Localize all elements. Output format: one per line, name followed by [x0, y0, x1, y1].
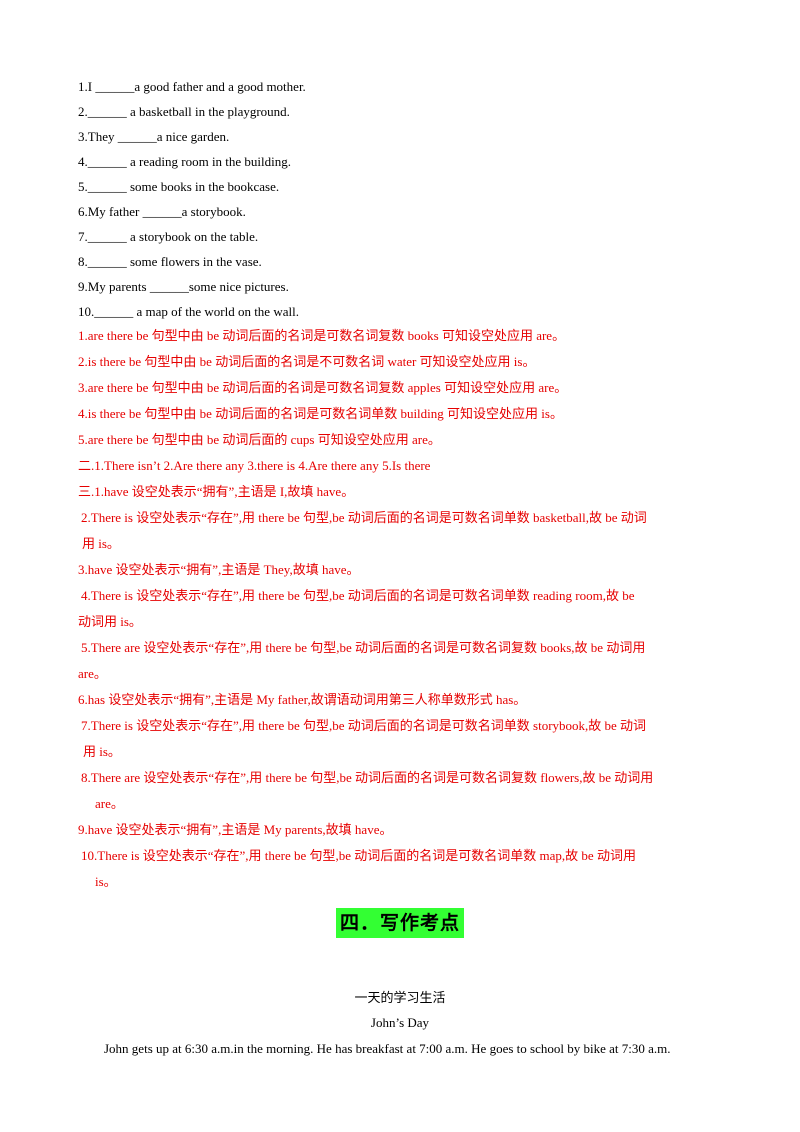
essay-paragraph: John gets up at 6:30 a.m.in the morning.…: [104, 1041, 671, 1056]
answer-item: 3.have 设空处表示“拥有”,主语是 They,故填 have。: [78, 562, 360, 577]
answer-line: 用 is。: [83, 744, 121, 759]
section-heading-wrap: 四．写作考点: [0, 908, 800, 938]
question-item: 7.______ a storybook on the table.: [78, 229, 259, 244]
question-item: 2.______ a basketball in the playground.: [78, 104, 290, 119]
question-item: 5.______ some books in the bookcase.: [78, 179, 280, 194]
answer-item: 5.are there be 句型中由 be 动词后面的 cups 可知设空处应…: [78, 432, 441, 447]
answer-item: 4.There is 设空处表示“存在”,用 there be 句型,be 动词…: [78, 583, 738, 635]
answer-item: 7.There is 设空处表示“存在”,用 there be 句型,be 动词…: [78, 713, 738, 765]
answer-line: 8.There are 设空处表示“存在”,用 there be 句型,be 动…: [81, 770, 654, 785]
question-item: 10.______ a map of the world on the wall…: [78, 304, 299, 319]
essay-title: 一天的学习生活: [354, 990, 446, 1005]
answer-item: 5.There are 设空处表示“存在”,用 there be 句型,be 动…: [78, 635, 738, 687]
section-heading: 四．写作考点: [335, 908, 464, 938]
answer-item: 6.has 设空处表示“拥有”,主语是 My father,故谓语动词用第三人称…: [78, 692, 527, 707]
answer-line: 10.There is 设空处表示“存在”,用 there be 句型,be 动…: [81, 848, 636, 863]
answer-item: 2.There is 设空处表示“存在”,用 there be 句型,be 动词…: [78, 505, 738, 557]
answer-key: 1.are there be 句型中由 be 动词后面的名词是可数名词复数 bo…: [78, 323, 738, 895]
answer-line: 7.There is 设空处表示“存在”,用 there be 句型,be 动词…: [81, 718, 647, 733]
answer-item: 9.have 设空处表示“拥有”,主语是 My parents,故填 have。: [78, 822, 393, 837]
question-item: 4.______ a reading room in the building.: [78, 154, 292, 169]
question-item: 9.My parents ______some nice pictures.: [78, 279, 289, 294]
answer-item: 10.There is 设空处表示“存在”,用 there be 句型,be 动…: [78, 843, 738, 895]
question-item: 8.______ some flowers in the vase.: [78, 254, 262, 269]
answer-item: 3.are there be 句型中由 be 动词后面的名词是可数名词复数 ap…: [78, 380, 568, 395]
question-item: 6.My father ______a storybook.: [78, 204, 246, 219]
question-list: 1.I ______a good father and a good mothe…: [78, 74, 738, 324]
answer-line: 动词用 is。: [78, 614, 142, 629]
answer-line: are。: [95, 796, 124, 811]
answer-line: is。: [95, 874, 117, 889]
answer-item: 8.There are 设空处表示“存在”,用 there be 句型,be 动…: [78, 765, 738, 817]
answer-line: 5.There are 设空处表示“存在”,用 there be 句型,be 动…: [81, 640, 646, 655]
question-item: 1.I ______a good father and a good mothe…: [78, 79, 306, 94]
answer-line: 2.There is 设空处表示“存在”,用 there be 句型,be 动词…: [81, 510, 647, 525]
answer-item: 4.is there be 句型中由 be 动词后面的名词是可数名词单数 bui…: [78, 406, 563, 421]
answer-line: are。: [78, 666, 107, 681]
answer-item: 二.1.There isn’t 2.Are there any 3.there …: [78, 458, 431, 473]
essay-subtitle: John’s Day: [370, 1015, 430, 1030]
answer-item: 2.is there be 句型中由 be 动词后面的名词是不可数名词 wate…: [78, 354, 536, 369]
answer-item: 三.1.have 设空处表示“拥有”,主语是 I,故填 have。: [78, 484, 355, 499]
answer-line: 用 is。: [82, 536, 120, 551]
answer-line: 4.There is 设空处表示“存在”,用 there be 句型,be 动词…: [81, 588, 635, 603]
answer-item: 1.are there be 句型中由 be 动词后面的名词是可数名词复数 bo…: [78, 328, 566, 343]
question-item: 3.They ______a nice garden.: [78, 129, 230, 144]
